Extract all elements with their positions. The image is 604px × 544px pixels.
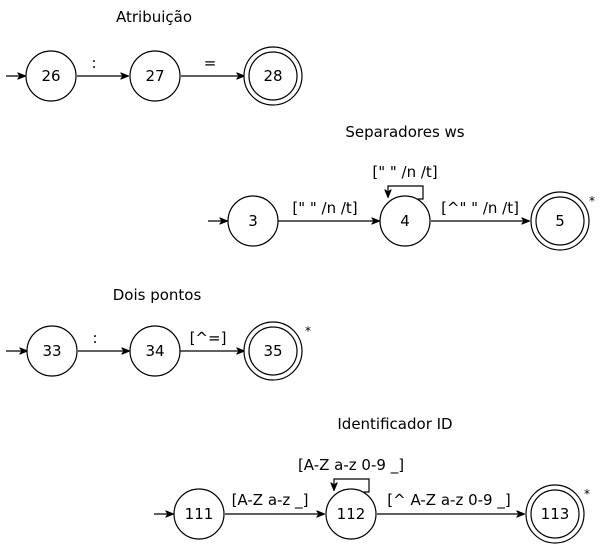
state-node xyxy=(129,50,181,102)
state-label: 28 xyxy=(263,67,282,85)
transition-label: : xyxy=(91,54,96,72)
final-marker: * xyxy=(589,194,595,208)
diagram-title: Identificador ID xyxy=(337,415,452,433)
state-node xyxy=(379,195,431,247)
state-node xyxy=(25,50,77,102)
state-label: 35 xyxy=(263,342,282,360)
state-node xyxy=(129,325,181,377)
final-state-inner xyxy=(248,326,298,376)
state-label: 26 xyxy=(41,67,60,85)
diagram-separadores-ws: Separadores ws [" " /n /t] [" " /n /t] [… xyxy=(208,123,595,251)
transition-label: [A-Z a-z _] xyxy=(232,491,309,510)
state-label: 3 xyxy=(248,212,258,230)
diagram-title: Atribuição xyxy=(116,8,192,26)
state-label: 27 xyxy=(145,67,164,85)
self-loop-arrow xyxy=(334,478,370,493)
state-label: 111 xyxy=(185,505,214,523)
state-label: 33 xyxy=(42,342,61,360)
diagram-atribuicao: Atribuição : = 26 27 28 xyxy=(6,8,303,106)
loop-label: [" " /n /t] xyxy=(372,163,437,181)
diagram-title: Separadores ws xyxy=(345,123,464,141)
final-state-inner xyxy=(535,196,585,246)
transition-label: [^" " /n /t] xyxy=(441,199,519,217)
state-label: 112 xyxy=(337,505,366,523)
final-state-inner xyxy=(530,489,580,539)
transition-label: [" " /n /t] xyxy=(292,199,357,217)
diagram-dois-pontos: Dois pontos : [^=] 33 34 35 * xyxy=(6,286,311,381)
state-label: 113 xyxy=(541,505,570,523)
transition-label: = xyxy=(204,54,217,72)
state-node xyxy=(227,195,279,247)
final-marker: * xyxy=(305,324,311,338)
loop-label: [A-Z a-z 0-9 _] xyxy=(298,456,404,475)
transition-label: : xyxy=(92,329,97,347)
state-label: 34 xyxy=(145,342,164,360)
state-node xyxy=(173,488,225,540)
self-loop-arrow xyxy=(388,185,424,200)
state-label: 4 xyxy=(400,212,410,230)
final-state-inner xyxy=(248,51,298,101)
final-marker: * xyxy=(584,487,590,501)
transition-label: [^ A-Z a-z 0-9 _] xyxy=(387,491,510,510)
state-label: 5 xyxy=(555,212,565,230)
state-node xyxy=(26,325,78,377)
diagram-title: Dois pontos xyxy=(113,286,202,304)
transition-label: [^=] xyxy=(190,329,227,347)
state-node xyxy=(325,488,377,540)
diagram-identificador-id: Identificador ID [A-Z a-z 0-9 _] [A-Z a-… xyxy=(154,415,590,544)
